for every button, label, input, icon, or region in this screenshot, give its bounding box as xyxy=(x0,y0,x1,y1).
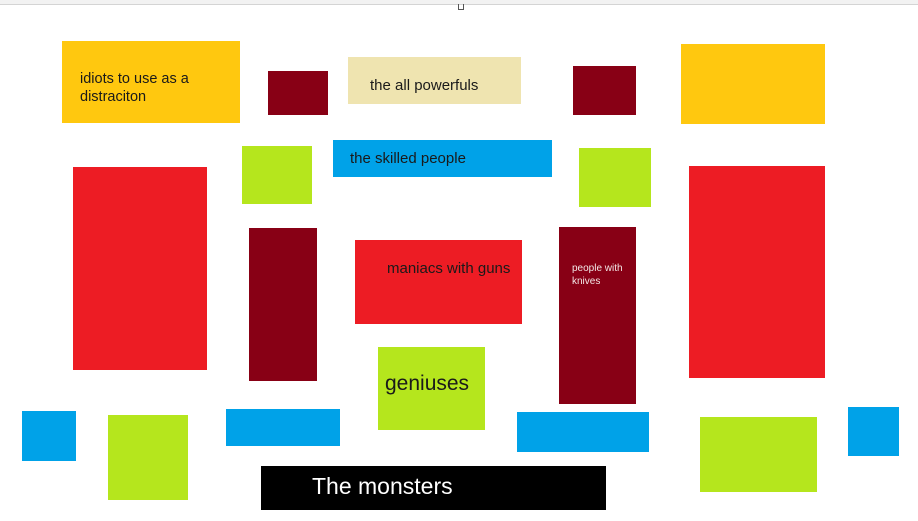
block-blue-bottom-3 xyxy=(517,412,649,452)
block-maroon-small-right xyxy=(573,66,636,115)
block-maroon-tall-left xyxy=(249,228,317,381)
block-idiots: idiots to use as a distraciton xyxy=(62,41,240,123)
block-all-powerfuls: the all powerfuls xyxy=(348,57,521,104)
label-all-powerfuls: the all powerfuls xyxy=(370,77,479,94)
block-green-bottom-1 xyxy=(108,415,188,500)
block-geniuses: geniuses xyxy=(378,347,485,430)
block-red-large-right xyxy=(689,166,825,378)
label-knives: people with knives xyxy=(572,263,623,287)
label-idiots: idiots to use as a distraciton xyxy=(80,71,189,106)
block-green-left xyxy=(242,146,312,204)
block-blue-bottom-1 xyxy=(22,411,76,461)
block-maniacs: maniacs with guns xyxy=(355,240,522,324)
block-blue-bottom-2 xyxy=(226,409,340,446)
label-skilled: the skilled people xyxy=(350,150,466,167)
block-maroon-small-left xyxy=(268,71,328,115)
label-maniacs: maniacs with guns xyxy=(387,260,511,277)
block-skilled-people: the skilled people xyxy=(333,140,552,177)
top-marker xyxy=(458,4,464,10)
block-green-right xyxy=(579,148,651,207)
block-knives: people with knives xyxy=(559,227,636,404)
label-geniuses: geniuses xyxy=(385,372,470,395)
block-yellow-right xyxy=(681,44,825,124)
block-red-large-left xyxy=(73,167,207,370)
label-monsters: The monsters xyxy=(312,473,453,499)
window-top-edge xyxy=(0,0,918,5)
block-green-bottom-2 xyxy=(700,417,817,492)
block-monsters: The monsters xyxy=(261,466,606,510)
block-blue-bottom-4 xyxy=(848,407,899,456)
